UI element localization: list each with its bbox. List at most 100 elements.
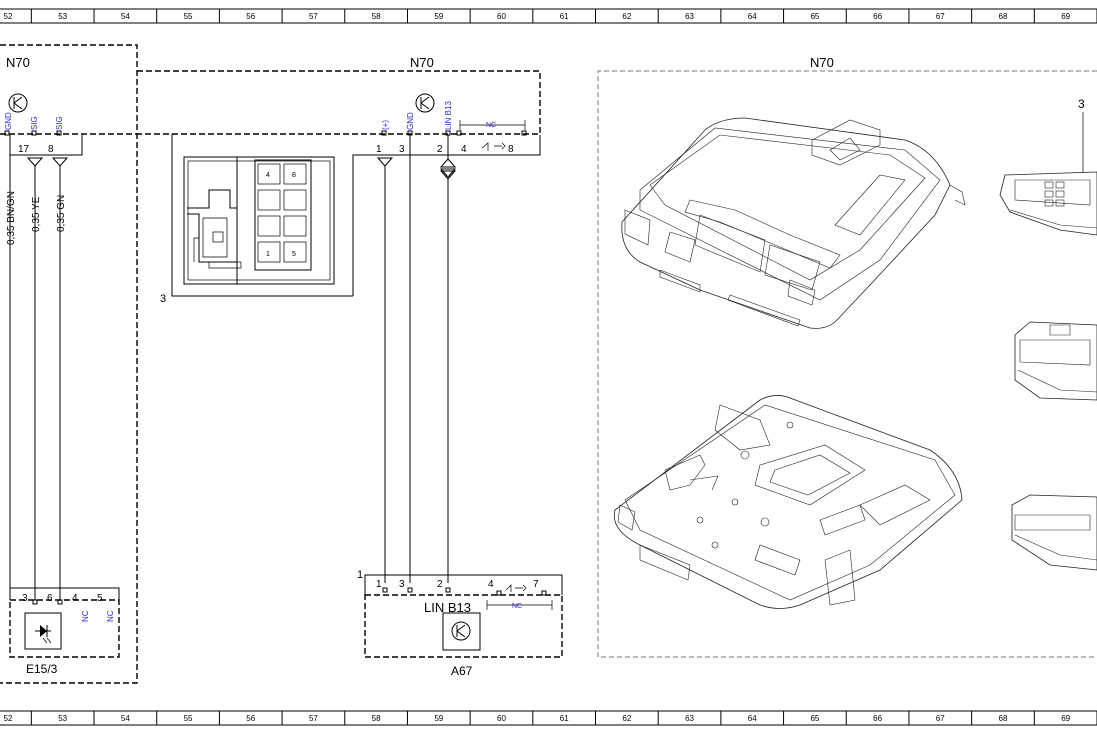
center-pin-8: 8	[508, 144, 514, 155]
top-grid-cell-58: 58	[372, 12, 381, 21]
bottom-grid-cell-67: 67	[936, 714, 945, 723]
led-icon	[24, 612, 62, 650]
e153-pin-3: 3	[22, 593, 28, 604]
bottom-grid-cell-54: 54	[121, 714, 130, 723]
arrow-down-icon	[439, 168, 457, 178]
bottom-grid-cell-64: 64	[748, 714, 757, 723]
center-pin-3: 3	[399, 144, 405, 155]
side-view-illustrations	[999, 171, 1097, 571]
overhead-module-top-illustration	[621, 117, 966, 329]
bottom-grid-cell-59: 59	[434, 714, 443, 723]
bottom-grid-cell-58: 58	[372, 714, 381, 723]
top-grid-cell-56: 56	[246, 12, 255, 21]
e153-pin-6: 6	[47, 593, 53, 604]
e153-pin-5: 5	[97, 593, 103, 604]
top-grid-cell-59: 59	[434, 12, 443, 21]
bottom-grid-cell-69: 69	[1061, 714, 1070, 723]
center-n70-module: N70 (+) GND LIN B13 NC 1 3 2 4 8	[137, 55, 541, 297]
transistor-icon	[8, 93, 28, 113]
top-grid-cell-61: 61	[560, 12, 569, 21]
bottom-grid-cell-60: 60	[497, 714, 506, 723]
top-grid-cell-53: 53	[58, 12, 67, 21]
left-sig-label-1: SIG	[30, 116, 39, 130]
arrow-down-icon	[26, 157, 44, 167]
top-grid-cell-66: 66	[873, 12, 882, 21]
wire-label-ye: 0,35 YE	[31, 196, 42, 232]
left-pin-17: 17	[18, 144, 30, 155]
bottom-grid-cell-66: 66	[873, 714, 882, 723]
connector-cell-8: 8	[292, 172, 296, 179]
bottom-grid-cell-55: 55	[184, 714, 193, 723]
left-n70-module: N70 17 8 SIG SIG GND 0,35 YE 0,35 GN 0,3…	[0, 44, 138, 684]
bottom-grid-cell-62: 62	[622, 714, 631, 723]
center-wires	[376, 135, 457, 583]
overhead-module-bottom-illustration	[613, 395, 963, 609]
top-grid-cell-69: 69	[1061, 12, 1070, 21]
bottom-grid-ruler	[0, 710, 1097, 726]
a67-nc-label: NC	[512, 603, 522, 610]
a67-pin-4: 4	[488, 579, 494, 590]
bottom-grid-cell-61: 61	[560, 714, 569, 723]
arrow-down-icon	[51, 157, 69, 167]
a67-name: A67	[451, 664, 473, 678]
center-nc-label: NC	[486, 122, 496, 129]
a67-component: 1 1 3 2 4 7 LIN B13 NC A67	[357, 569, 563, 678]
a67-pin-2: 2	[437, 579, 443, 590]
a67-pin-3: 3	[399, 579, 405, 590]
photo-panel-callout: 3	[1078, 97, 1085, 111]
transistor-icon	[415, 93, 435, 113]
top-grid-cell-65: 65	[810, 12, 819, 21]
e153-nc-1: NC	[81, 610, 90, 622]
lin-pin-label: LIN B13	[444, 101, 453, 130]
bottom-grid-cell-57: 57	[309, 714, 318, 723]
top-grid-ruler	[0, 8, 1097, 24]
e15-3-component: 3 6 4 5 NC NC E15/3	[9, 587, 120, 676]
arrow-down-icon	[376, 157, 394, 167]
connector-cell-5: 5	[292, 251, 296, 258]
arrow-up-icon	[439, 158, 457, 168]
top-grid-cell-68: 68	[999, 12, 1008, 21]
connector-cell-4: 4	[266, 172, 270, 179]
e153-nc-2: NC	[106, 610, 115, 622]
bottom-grid-cell-63: 63	[685, 714, 694, 723]
bottom-grid-cell-52: 52	[4, 714, 13, 723]
switch-icon	[481, 142, 506, 151]
left-pin-8: 8	[48, 144, 54, 155]
top-grid-cell-55: 55	[184, 12, 193, 21]
transistor-icon	[451, 621, 471, 641]
top-grid-cell-64: 64	[748, 12, 757, 21]
e153-name: E15/3	[26, 662, 58, 676]
a67-pin-1: 1	[376, 579, 382, 590]
a67-transistor-box	[442, 612, 481, 651]
top-grid-cell-57: 57	[309, 12, 318, 21]
connector-cell-1: 1	[266, 251, 270, 258]
left-gnd-label: GND	[4, 112, 13, 130]
left-sig-label-2: SIG	[55, 116, 64, 130]
wire-label-gn: 0,35 GN	[56, 195, 67, 232]
connector-3-drawing: 4 8 1 5 3	[160, 156, 335, 305]
top-grid-cell-52: 52	[4, 12, 13, 21]
connector-3-label: 3	[160, 293, 166, 305]
wire-label-bngn: 0,35 BN/GN	[6, 191, 17, 245]
a67-index-label: 1	[357, 569, 363, 581]
top-grid-cell-54: 54	[121, 12, 130, 21]
top-grid-cell-62: 62	[622, 12, 631, 21]
bottom-grid-cell-56: 56	[246, 714, 255, 723]
switch-icon	[505, 584, 527, 592]
bottom-grid-cell-65: 65	[810, 714, 819, 723]
top-grid-cell-63: 63	[685, 12, 694, 21]
photo-panel-title: N70	[810, 55, 834, 70]
top-grid-cell-67: 67	[936, 12, 945, 21]
gnd-pin-label: GND	[406, 112, 415, 130]
top-grid-cell-60: 60	[497, 12, 506, 21]
bottom-grid-cell-53: 53	[58, 714, 67, 723]
center-pin-4: 4	[461, 144, 467, 155]
center-module-title: N70	[410, 55, 434, 70]
e153-pin-4: 4	[72, 593, 78, 604]
left-module-title: N70	[6, 55, 30, 70]
a67-lin-label: LIN B13	[424, 600, 471, 615]
bottom-grid-cell-68: 68	[999, 714, 1008, 723]
plus-pin-label: (+)	[381, 120, 390, 130]
a67-pin-7: 7	[533, 579, 539, 590]
